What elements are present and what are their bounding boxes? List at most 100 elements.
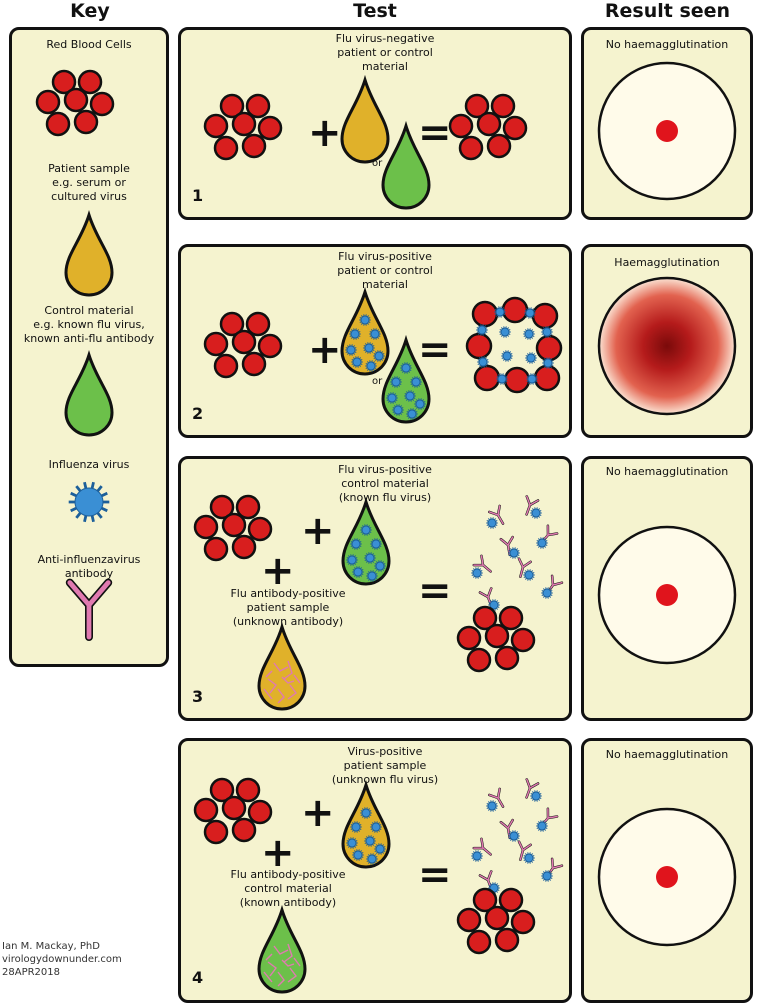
result-4-label: No haemagglutination <box>605 748 729 761</box>
red-blood-cell <box>502 115 528 141</box>
influenza-virus <box>536 820 548 832</box>
red-blood-cell <box>203 536 229 562</box>
influenza-virus <box>523 328 535 340</box>
antibody <box>472 554 492 573</box>
test-4-plus-below: + <box>261 830 295 876</box>
virus-body <box>375 844 385 854</box>
test-2-number: 2 <box>192 404 204 423</box>
influenza-virus <box>471 850 483 862</box>
antibody-fragment <box>267 961 277 977</box>
drop-shape <box>381 120 431 210</box>
influenza-virus <box>530 507 542 519</box>
influenza-virus <box>370 821 382 833</box>
influenza-virus <box>390 376 402 388</box>
red-blood-cell <box>203 331 229 357</box>
influenza-virus <box>488 882 500 894</box>
key-patient-sample-drop <box>64 210 114 297</box>
influenza-virus <box>374 843 386 855</box>
red-blood-cell <box>484 623 510 649</box>
antibody-fragment <box>267 678 277 694</box>
influenza-virus <box>366 570 378 582</box>
test-4-plus-right: + <box>301 790 335 836</box>
influenza-virus <box>360 524 372 536</box>
test-2-yellow-virus-drop <box>340 286 390 376</box>
result-2-label: Haemagglutination <box>614 256 720 269</box>
red-blood-cell <box>219 311 245 337</box>
red-blood-cell <box>531 302 559 330</box>
red-blood-cell <box>494 927 520 953</box>
influenza-virus <box>486 517 498 529</box>
key-patient-sample-label: Patient sample e.g. serum or cultured vi… <box>48 162 130 203</box>
antibody <box>517 557 532 578</box>
virus-body <box>487 518 497 528</box>
influenza-virus <box>542 357 554 369</box>
virus-body <box>542 871 552 881</box>
key-rbc-label: Red Blood Cells <box>46 38 132 51</box>
red-blood-cell <box>498 887 524 913</box>
drop-shape <box>64 210 114 297</box>
influenza-virus <box>365 360 377 372</box>
influenza-virus <box>477 356 489 368</box>
virus-body <box>527 374 537 384</box>
influenza-virus <box>374 560 386 572</box>
result-column-title: Result seen <box>604 0 731 22</box>
red-blood-cell <box>35 89 61 115</box>
red-blood-cell <box>473 364 501 392</box>
drop-shape <box>64 350 114 437</box>
result-2-well <box>597 276 737 416</box>
test-1-label: Flu virus-negative patient or control ma… <box>335 32 435 73</box>
red-blood-cell <box>484 905 510 931</box>
influenza-virus <box>501 350 513 362</box>
test-2-or: or <box>372 376 383 387</box>
virus-body <box>477 325 487 335</box>
test-2-green-virus-drop <box>381 334 431 424</box>
influenza-virus <box>499 326 511 338</box>
test-4-label-top: Virus-positive patient sample (unknown f… <box>331 745 439 786</box>
virus-body <box>347 838 357 848</box>
red-blood-cell <box>501 296 529 324</box>
red-blood-cell <box>209 494 235 520</box>
red-blood-cell <box>247 799 273 825</box>
cell-button <box>656 584 678 606</box>
antibody-fill <box>525 778 539 799</box>
antibody-fragment <box>281 959 295 967</box>
red-blood-cell <box>257 115 283 141</box>
test-2-equals: = <box>418 327 452 373</box>
red-blood-cell <box>231 329 257 355</box>
virus-body <box>351 822 361 832</box>
virus-spike <box>83 481 88 489</box>
influenza-virus <box>359 314 371 326</box>
influenza-virus <box>524 307 536 319</box>
virus-body <box>367 571 377 581</box>
influenza-virus <box>471 567 483 579</box>
influenza-virus <box>541 587 553 599</box>
red-blood-cell <box>257 333 283 359</box>
red-blood-cell <box>494 645 520 671</box>
virus-body <box>375 561 385 571</box>
influenza-virus <box>346 554 358 566</box>
influenza-virus <box>414 398 426 410</box>
influenza-virus <box>541 326 553 338</box>
test-1-result-cells <box>448 93 528 161</box>
red-blood-cell <box>45 111 71 137</box>
red-blood-cell <box>221 795 247 821</box>
virus-spike <box>70 491 77 498</box>
virus-body <box>543 358 553 368</box>
test-3-label-bottom: Flu antibody-positive patient sample (un… <box>230 587 346 628</box>
influenza-virus <box>373 350 385 362</box>
influenza-virus <box>508 547 520 559</box>
test-3-equals: = <box>418 568 452 614</box>
antibody <box>488 787 505 808</box>
red-blood-cell <box>231 817 257 843</box>
antibody-fill <box>525 495 539 516</box>
influenza-virus <box>345 344 357 356</box>
influenza-virus <box>523 569 535 581</box>
virus-body <box>366 361 376 371</box>
virus-body <box>74 487 104 517</box>
test-3-plus-below: + <box>261 548 295 594</box>
drop-shape <box>340 74 390 164</box>
antibody-fill <box>518 840 532 861</box>
antibody-fragment <box>273 945 289 955</box>
virus-body <box>489 600 499 610</box>
virus-body <box>407 409 417 419</box>
